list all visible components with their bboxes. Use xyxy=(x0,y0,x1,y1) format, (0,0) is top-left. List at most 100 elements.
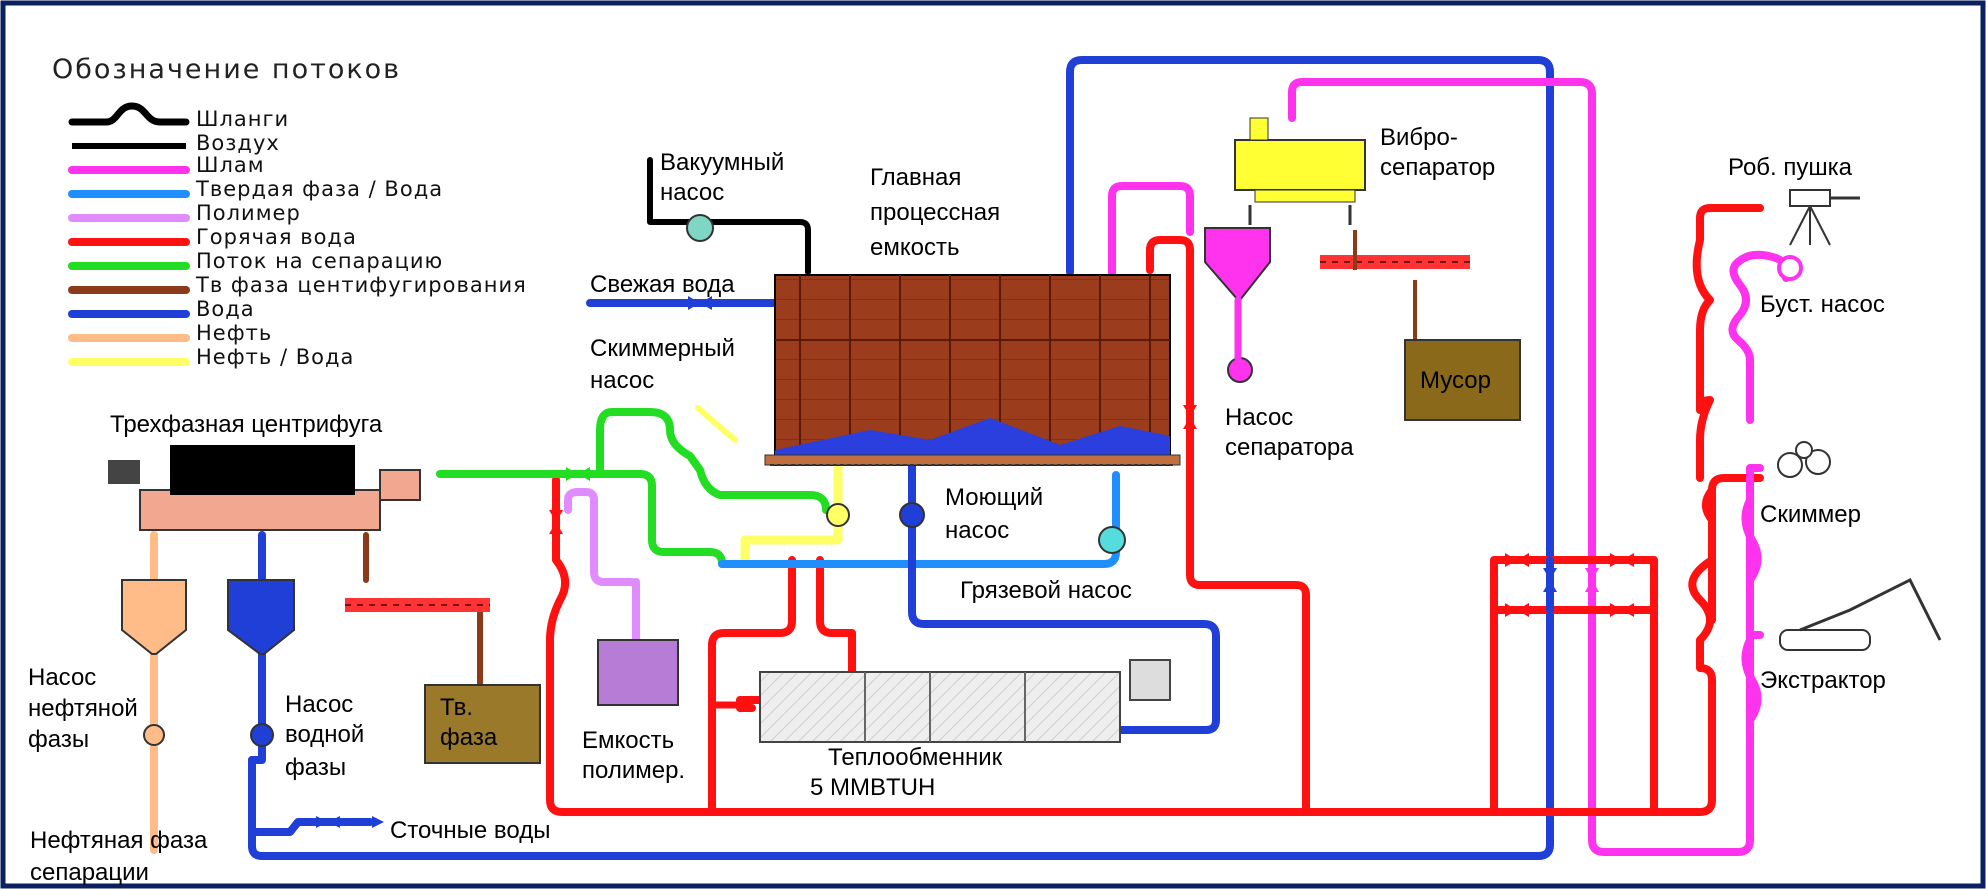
valves-pink xyxy=(1585,568,1599,592)
heat-exchanger xyxy=(760,660,1170,742)
legend-label: Тв фаза центифугирования xyxy=(195,273,527,297)
hot-water-branch-pipe xyxy=(1700,400,1712,560)
solids-drop-pipe xyxy=(366,535,480,690)
oil-phase-label: сепарации xyxy=(30,859,149,886)
oil-pump-icon xyxy=(144,725,164,745)
extractor-label: Экстрактор xyxy=(1760,667,1886,694)
valve-icon xyxy=(1517,553,1529,567)
valve-icon xyxy=(1183,417,1197,429)
robot-gun-icon xyxy=(1790,190,1860,245)
legend-label: Поток на сепарацию xyxy=(196,249,443,273)
solid-phase-label: фаза xyxy=(440,724,498,751)
legend-label: Воздух xyxy=(196,131,280,155)
legend-swatch-hose xyxy=(72,106,186,122)
legend-label: Шланги xyxy=(196,107,289,131)
sewage-label: Сточные воды xyxy=(390,817,550,844)
valve-icon xyxy=(316,816,328,828)
vibro-separator xyxy=(1235,118,1365,225)
heat-exchanger-label: 5 MMBTUH xyxy=(810,774,935,801)
vibro-label: сепаратор xyxy=(1380,154,1495,181)
sewage-pipe xyxy=(252,822,370,832)
main-tank-label: Главная xyxy=(870,164,961,191)
vacuum-pump-label: насос xyxy=(660,179,724,206)
water-hopper xyxy=(228,580,294,654)
mud-pump-icon xyxy=(1099,527,1125,553)
polymer-tank-label: Емкость xyxy=(582,727,674,754)
water-pump-label: фазы xyxy=(285,754,346,781)
valves-green xyxy=(566,467,590,481)
fresh-water-label: Свежая вода xyxy=(590,271,735,298)
legend-label: Твердая фаза / Вода xyxy=(195,177,443,201)
booster-pump-label: Буст. насос xyxy=(1760,291,1885,318)
main-tank-label: емкость xyxy=(870,234,959,261)
valve-icon xyxy=(578,467,590,481)
extractor-icon xyxy=(1780,580,1940,650)
valve-icon xyxy=(700,296,712,310)
oil-phase-label: Нефтяная фаза xyxy=(30,827,208,854)
skimmer-label: Скиммер xyxy=(1760,501,1861,528)
water-pump-label: водной xyxy=(285,721,364,748)
water-pump-label: Насос xyxy=(285,691,353,718)
slurry-booster-hose xyxy=(1732,255,1788,420)
polymer-tank xyxy=(598,640,678,705)
main-process-tank xyxy=(765,275,1180,465)
vibro-label: Вибро- xyxy=(1380,124,1458,151)
separator-pump-label: сепаратора xyxy=(1225,434,1354,461)
trash-auger xyxy=(1320,230,1470,340)
vacuum-pump-label: Вакуумный xyxy=(660,149,784,176)
hot-water-loop-a-pipe xyxy=(1494,560,1654,812)
valve-icon xyxy=(566,467,578,481)
vacuum-air-line xyxy=(650,160,808,272)
oil-pump-label: фазы xyxy=(28,726,89,753)
legend-label: Шлам xyxy=(196,153,265,177)
skimmer-pump-label: Скиммерный xyxy=(590,335,735,362)
valve-icon xyxy=(688,296,700,310)
vacuum-pump-icon xyxy=(687,215,713,241)
polymer-pipe xyxy=(568,492,632,582)
valve-icon xyxy=(1183,405,1197,417)
valve-icon xyxy=(1505,603,1517,617)
legend-label: Полимер xyxy=(196,201,301,225)
washing-pump-icon xyxy=(900,503,924,527)
valve-icon xyxy=(1610,553,1622,567)
legend-label: Вода xyxy=(196,297,255,321)
solid-phase-label: Тв. xyxy=(440,694,473,721)
skimmer-icon xyxy=(1778,442,1830,477)
valve-icon xyxy=(1622,553,1634,567)
polymer-tank-label: полимер. xyxy=(582,757,685,784)
washing-pump-label: насос xyxy=(945,517,1009,544)
robot-gun-label: Роб. пушка xyxy=(1728,154,1853,181)
booster-pump-icon xyxy=(1779,257,1801,279)
oil-hopper xyxy=(122,580,186,654)
valve-icon xyxy=(1543,580,1557,592)
valve-icon xyxy=(1585,568,1599,580)
heat-exchanger-label: Теплообменник xyxy=(828,744,1003,771)
separator-pump-icon xyxy=(1228,358,1252,382)
slurry-return-pipe xyxy=(1292,82,1750,852)
legend-label: Нефть xyxy=(196,321,272,345)
separation-flow-pipe xyxy=(440,474,722,564)
valve-icon xyxy=(1622,603,1634,617)
three-phase-centrifuge xyxy=(108,445,420,530)
main-tank-label: процессная xyxy=(870,199,1000,226)
oil-pump-label: нефтяной xyxy=(28,695,138,722)
valve-icon xyxy=(328,816,340,828)
oil-water-skimmer-hose xyxy=(698,408,735,440)
valve-icon xyxy=(1517,603,1529,617)
valve-icon xyxy=(1585,580,1599,592)
centrifuge-label: Трехфазная центрифуга xyxy=(110,411,383,438)
valve-icon xyxy=(1505,553,1517,567)
valve-icon xyxy=(1610,603,1622,617)
valve-icon xyxy=(1543,568,1557,580)
legend-label: Горячая вода xyxy=(196,225,357,249)
legend-title: Обозначение потоков xyxy=(52,54,401,85)
mud-pump-label: Грязевой насос xyxy=(960,577,1132,604)
hot-water-right-pipe xyxy=(1306,478,1760,812)
valve-icon xyxy=(549,510,563,522)
skimmer-pump-icon xyxy=(827,504,849,526)
oil-pump-label: Насос xyxy=(28,664,96,691)
legend: Обозначение потоков Шланги Воздух Шлам Т… xyxy=(52,54,527,369)
skimmer-pump-label: насос xyxy=(590,367,654,394)
